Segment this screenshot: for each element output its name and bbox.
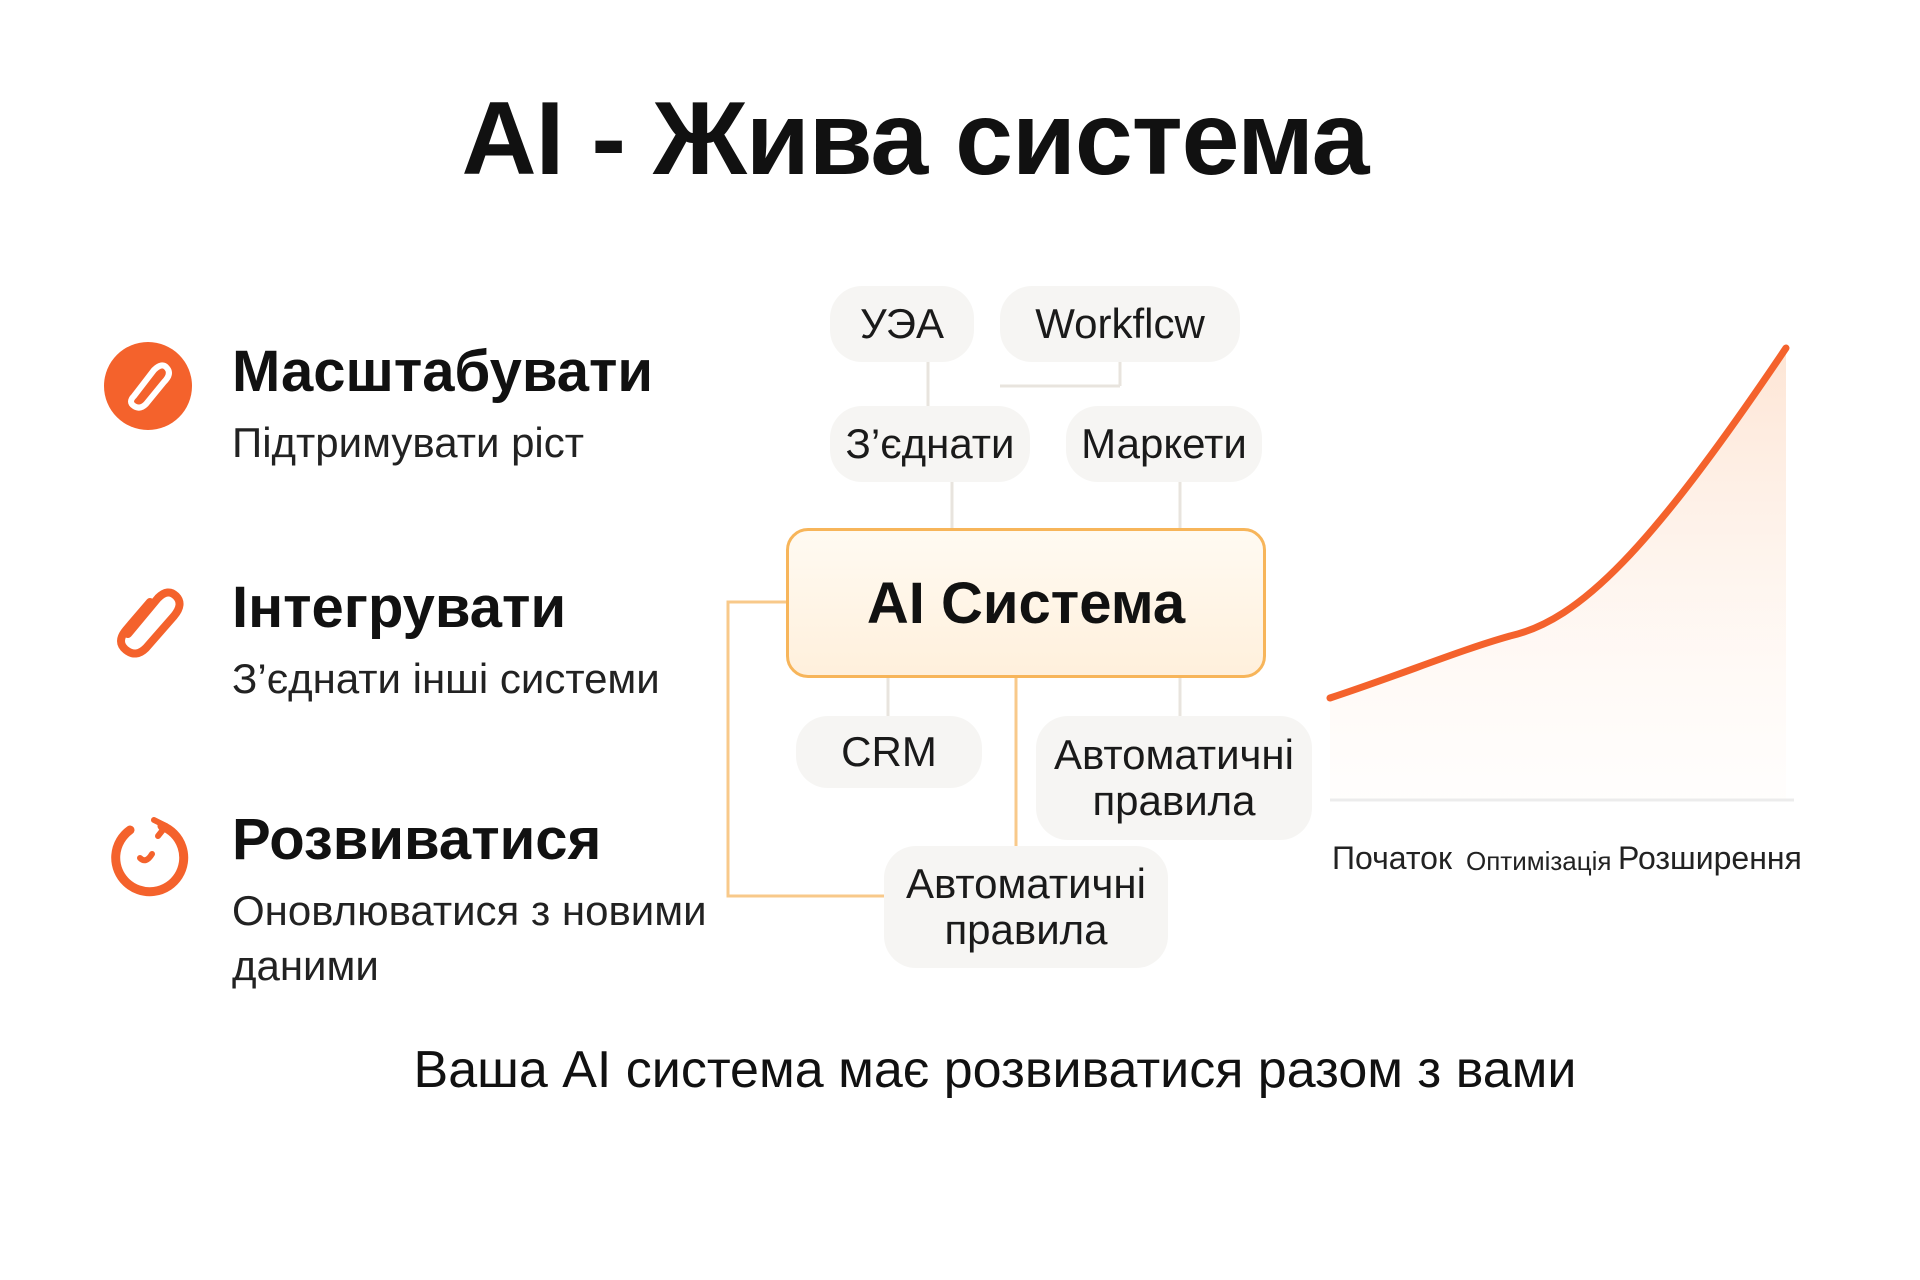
feature-description: З’єднати інші системи [232,655,660,702]
feature-description: Оновлюватися з новими даними [232,887,707,989]
node-uea: УЭA [830,286,974,362]
feature-title: Інтегрувати [232,575,567,640]
feature-title: Розвиватися [232,807,602,872]
stage-label-expansion: Розширення [1618,840,1802,876]
node-connect: З’єднати [830,406,1030,482]
stage-label-start: Початок [1332,840,1452,876]
footer-tagline: Ваша AI система має розвиватися разом з … [413,1041,1577,1099]
feature-description: Підтримувати ріст [232,419,584,466]
node-workflow: Workflcw [1000,286,1240,362]
growth-area [1330,348,1786,800]
node-markets: Маркети [1066,406,1262,482]
node-auto-rules: Автоматичні правила [1036,716,1312,840]
node-crm: CRM [796,716,982,788]
paperclip-icon [100,574,196,670]
link-icon [100,338,196,434]
refresh-icon [100,806,196,902]
node-auto-rules: Автоматичні правила [884,846,1168,968]
page-title: AI - Жива система [461,81,1369,197]
growth-chart [1326,344,1794,802]
feature-title: Масштабувати [232,339,654,404]
stage-label-optimization: Оптимізація [1466,846,1612,876]
growth-line [1326,344,1790,702]
ai-system-node: AI Система [786,528,1266,678]
